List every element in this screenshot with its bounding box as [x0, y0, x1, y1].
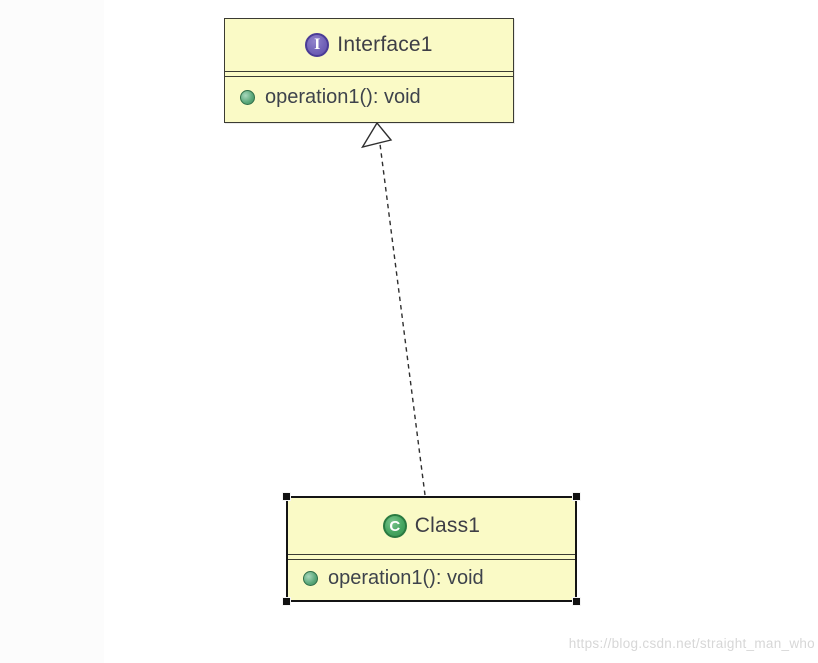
class-operation-label: operation1(): void [328, 566, 484, 589]
selection-handle-nw[interactable] [282, 492, 291, 501]
class-node[interactable]: C Class1 operation1(): void [282, 492, 581, 606]
class-name: Class1 [414, 514, 481, 537]
realization-dashed-line[interactable] [379, 143, 426, 496]
interface-title-compartment: I Interface1 [225, 19, 513, 71]
selection-handle-sw[interactable] [282, 597, 291, 606]
class-icon: C [382, 514, 407, 538]
realization-triangle-arrowhead[interactable] [361, 121, 393, 149]
class-title-compartment: C Class1 [288, 498, 575, 554]
class-operations-compartment: operation1(): void [288, 560, 575, 597]
interface-icon: I [305, 33, 330, 57]
compartment-separator [288, 554, 575, 560]
interface-node[interactable]: I Interface1 operation1(): void [224, 18, 514, 123]
interface-operation-label: operation1(): void [265, 86, 421, 108]
selection-handle-ne[interactable] [572, 492, 581, 501]
public-visibility-icon [240, 90, 255, 105]
watermark: https://blog.csdn.net/straight_man_who [568, 636, 815, 651]
public-visibility-icon [303, 570, 318, 586]
interface-name: Interface1 [337, 33, 433, 56]
selection-handle-se[interactable] [572, 597, 581, 606]
canvas-left-margin [0, 0, 104, 663]
compartment-separator [225, 71, 513, 77]
interface-operations-compartment: operation1(): void [225, 77, 513, 119]
